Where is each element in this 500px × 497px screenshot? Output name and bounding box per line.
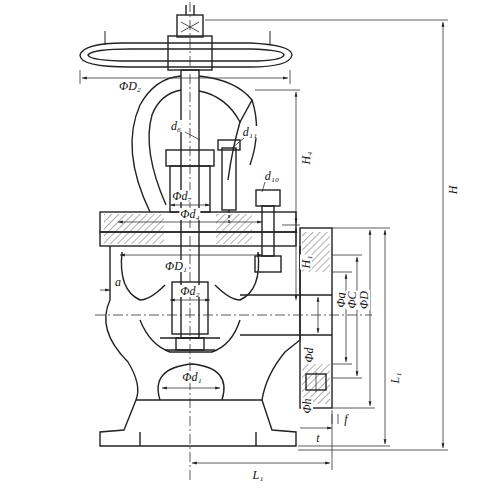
dimension-label: d₁₁ bbox=[242, 126, 258, 138]
dimension-label: ΦD₁ bbox=[164, 260, 188, 272]
dimension-label: L₁ bbox=[389, 372, 401, 385]
dimension-label: ΦD bbox=[358, 290, 370, 310]
dimension-label: H bbox=[447, 185, 459, 196]
dimension-label: Φd₇ bbox=[171, 190, 192, 202]
dimension-lines bbox=[80, 2, 448, 480]
dimension-label: H₄ bbox=[300, 151, 312, 166]
dimension-label: Φh bbox=[301, 397, 313, 414]
dimension-label: Φd bbox=[303, 346, 315, 363]
dimension-label: Φd₂ bbox=[179, 285, 200, 297]
dimension-label: L₁ bbox=[252, 469, 265, 481]
dimension-label: ΦC bbox=[346, 290, 358, 309]
dimension-label: d₆ bbox=[170, 120, 182, 132]
dimension-label: f bbox=[343, 413, 348, 425]
dimension-label: a bbox=[114, 276, 122, 288]
dimension-label: Φd₄ bbox=[179, 208, 200, 220]
dimension-label: H₁ bbox=[300, 255, 312, 270]
valve-outline bbox=[80, 5, 332, 446]
dimension-label: d₁₀ bbox=[264, 170, 280, 182]
dimension-label: Φd₁ bbox=[181, 371, 202, 383]
dimension-label: ΦD₂ bbox=[118, 80, 142, 92]
dimension-label: t bbox=[315, 432, 320, 444]
